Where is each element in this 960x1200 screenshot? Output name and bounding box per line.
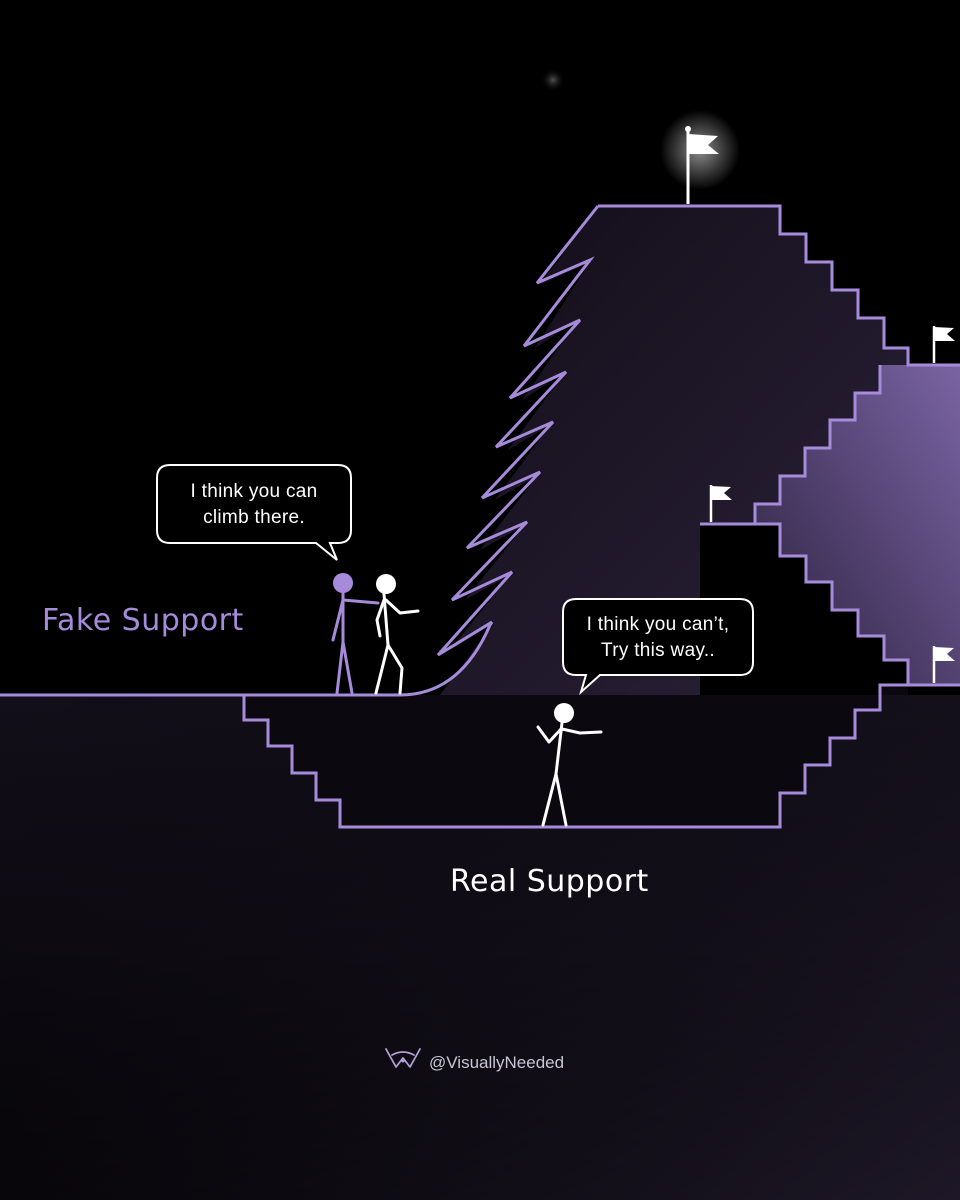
fake-support-bubble-line-1: I think you can (190, 481, 317, 502)
fake-support-label: Fake Support (42, 603, 244, 638)
right-top-flag (932, 326, 955, 363)
middle-ledge-flag (709, 485, 732, 522)
main-summit-staircase-line (598, 204, 960, 367)
real-support-bubble-line-2: Try this way.. (601, 640, 715, 661)
lower-right-flag (932, 646, 955, 683)
fake-support-ground-line (0, 621, 494, 697)
fake-support-bubble-line-2: climb there. (203, 507, 305, 528)
fake-supporter-figure (331, 573, 380, 695)
fake-support-speech-bubble: I think you can climb there. (156, 464, 352, 561)
real-support-bubble-line-1: I think you can’t, (587, 614, 730, 635)
visuallyneeded-logo-icon (385, 1048, 421, 1068)
real-supporter-figure (536, 703, 603, 827)
real-support-speech-bubble: I think you can’t, Try this way.. (562, 598, 754, 696)
main-mountain-fill (440, 206, 908, 695)
zigzag-slope-line (436, 205, 600, 657)
climber-figure (374, 574, 420, 695)
real-support-path-line (242, 683, 908, 829)
faint-star (541, 68, 565, 92)
watermark-handle: @VisuallyNeeded (429, 1053, 564, 1072)
real-support-label: Real Support (450, 864, 649, 899)
pit-fill (244, 685, 908, 827)
right-mountain-lower-staircase-line (755, 522, 960, 687)
summit-flag (660, 110, 740, 204)
right-mountain-fill (755, 365, 960, 685)
right-mountain-upper-staircase-line (700, 365, 882, 526)
